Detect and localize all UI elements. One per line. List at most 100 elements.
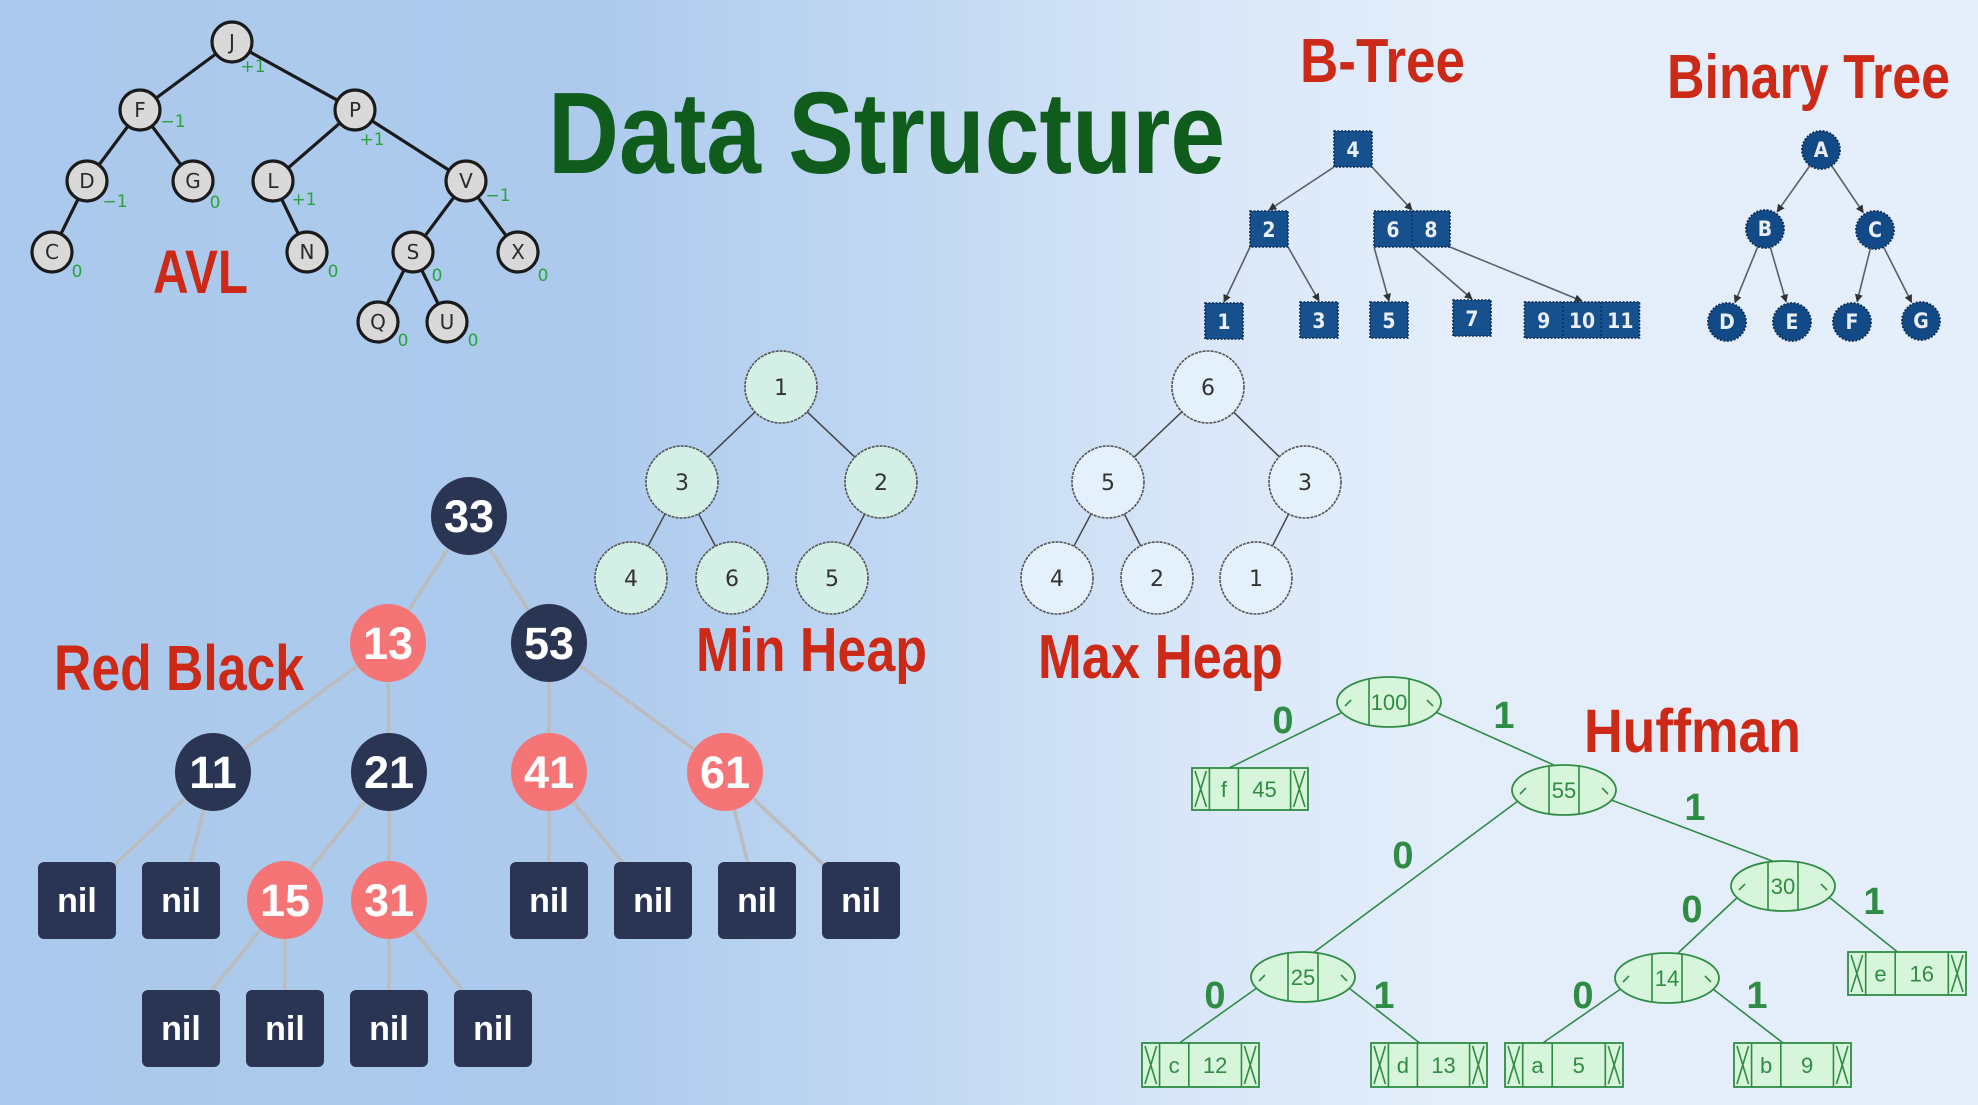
btree-node-box (1452, 299, 1492, 337)
avl-edge (150, 125, 183, 166)
pointer-tick (1820, 883, 1828, 891)
max-heap-edge (1133, 411, 1183, 458)
avl-balance-factor: +1 (291, 190, 316, 210)
huffman-label: Huffman (1584, 697, 1801, 765)
red-black-edge (103, 797, 186, 876)
binary-tree-node-circle (1772, 302, 1812, 342)
avl-node-label: D (79, 169, 94, 193)
binary-tree-edge (1769, 247, 1788, 303)
huffman-leaf-char: c (1169, 1053, 1180, 1078)
max-heap-node-value: 4 (1050, 567, 1064, 592)
min-heap-node: 5 (795, 541, 869, 615)
btree-key: 2 (1262, 218, 1275, 242)
binary-tree-node-label: F (1846, 310, 1859, 334)
pointer-tick (1426, 699, 1434, 707)
min-heap-node-circle (795, 541, 869, 615)
red-black-node-circle (175, 733, 251, 811)
huffman-edge (1178, 984, 1262, 1044)
red-black-edge (243, 664, 358, 751)
avl-node-label: V (459, 169, 473, 193)
min-heap-node-value: 3 (675, 471, 689, 496)
avl-node: G (171, 159, 215, 203)
nil-label: nil (633, 882, 673, 920)
avl-node-circle (285, 230, 329, 274)
huffman-edge-bit: 0 (1681, 889, 1702, 931)
huffman-edge-bit: 1 (1863, 881, 1884, 923)
pointer-tick (1738, 883, 1746, 891)
nil-label: nil (737, 882, 777, 920)
avl-node-label: L (267, 169, 279, 193)
avl-node-circle (333, 88, 377, 132)
red-black-node-red: 41 (511, 733, 587, 811)
btree-key: 8 (1424, 218, 1437, 242)
pointer-tick (1601, 787, 1609, 795)
max-heap-node: 2 (1120, 541, 1194, 615)
red-black-edge (407, 547, 450, 612)
red-black-node-value: 41 (524, 747, 574, 798)
max-heap-node: 3 (1268, 445, 1342, 519)
pointer-tick (1340, 974, 1348, 982)
btree-key: 4 (1346, 138, 1359, 162)
huffman-edge-bit: 1 (1684, 787, 1705, 829)
pointer-tick (1704, 975, 1712, 983)
avl-node-label: Q (370, 310, 386, 334)
huffman-edge (1676, 893, 1742, 955)
min-heap-edge (847, 513, 866, 547)
btree-key: 11 (1607, 309, 1633, 333)
avl-node-label: N (300, 240, 315, 264)
red-black-nil-leaf: nil (454, 990, 532, 1067)
binary-tree-node-circle (1832, 302, 1872, 342)
red-black-nil-leaf: nil (614, 862, 692, 939)
min-heap-edge (647, 513, 666, 547)
huffman-node-ellipse (1730, 860, 1836, 912)
red-black-node-value: 31 (364, 875, 414, 926)
max-heap-node-value: 3 (1298, 471, 1312, 496)
red-black-node-circle (351, 861, 427, 939)
null-pointer-icon (1607, 1045, 1621, 1085)
huffman-node-ellipse (1511, 764, 1617, 816)
huffman-edge (1344, 984, 1421, 1044)
avl-balance-factor: 0 (328, 262, 339, 282)
btree-edge (1373, 246, 1391, 302)
red-black-nil-leaf: nil (510, 862, 588, 939)
binary-tree-node-label: G (1913, 309, 1929, 333)
pointer-tick (1344, 699, 1352, 707)
red-black-node-circle (247, 861, 323, 939)
btree-key: 3 (1312, 309, 1325, 333)
max-heap-edge (1073, 513, 1092, 547)
avl-node: Q (356, 300, 400, 344)
red-black-node-value: 53 (524, 618, 574, 669)
max-heap-node: 1 (1219, 541, 1293, 615)
btree-node-box (1523, 301, 1641, 339)
btree-node: 4 (1333, 130, 1373, 168)
red-black-node-circle (511, 733, 587, 811)
btree-edge (1371, 166, 1413, 211)
huffman-leaf-freq: 45 (1252, 777, 1276, 802)
red-black-nil-leaf: nil (142, 990, 220, 1067)
btree-label: B-Tree (1300, 27, 1465, 96)
btree-key: 9 (1537, 309, 1550, 333)
red-black-node-value: 61 (700, 747, 750, 798)
avl-node: V (444, 159, 488, 203)
avl-edge (423, 196, 456, 237)
avl-label: AVL (153, 238, 248, 306)
huffman-node-weight: 14 (1655, 966, 1679, 991)
binary-tree-node-label: E (1786, 310, 1799, 334)
binary-tree-node: D (1707, 302, 1747, 342)
pointer-tick (1519, 787, 1527, 795)
avl-balance-factor: 0 (538, 266, 549, 286)
huffman-node-weight: 100 (1371, 690, 1408, 715)
null-pointer-icon (1507, 1045, 1521, 1085)
btree-key: 5 (1382, 309, 1395, 333)
max-heap-node-circle (1219, 541, 1293, 615)
min-heap-edge (707, 411, 756, 458)
btree-node-box (1369, 301, 1409, 339)
avl-node-circle (251, 159, 295, 203)
btree-node-box (1333, 130, 1373, 168)
min-heap-node-value: 5 (825, 567, 839, 592)
